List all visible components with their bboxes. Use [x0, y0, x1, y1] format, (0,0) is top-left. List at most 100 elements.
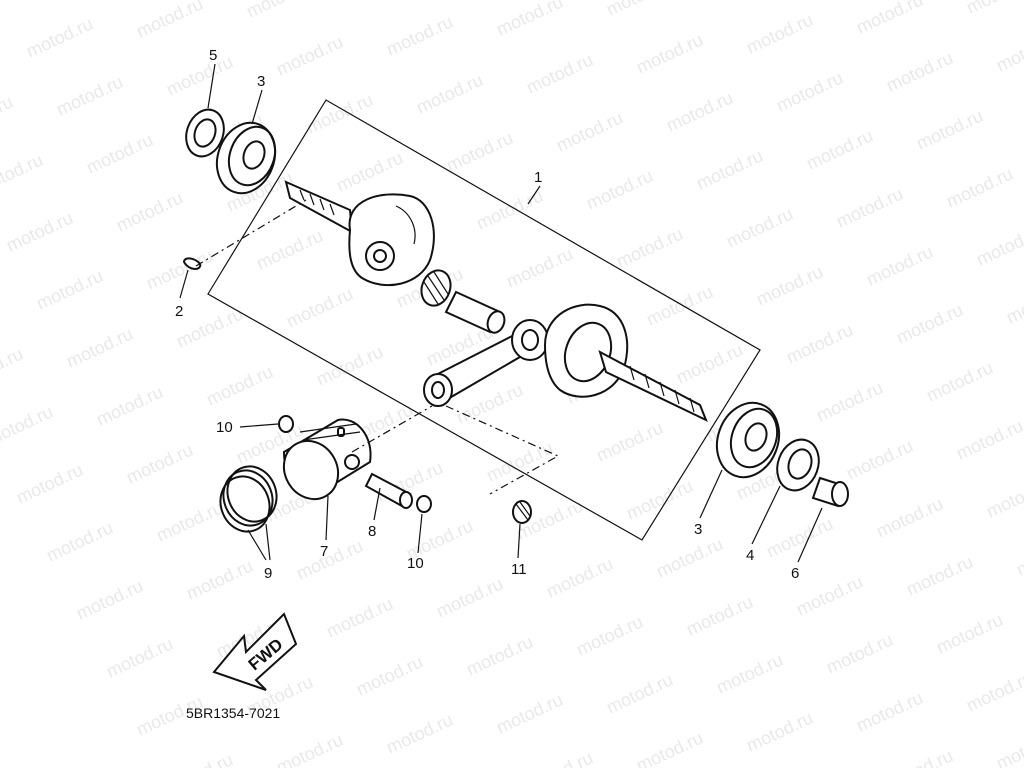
- watermark-text: motod.ru: [663, 87, 736, 135]
- watermark-text: motod.ru: [993, 725, 1024, 768]
- watermark-text: motod.ru: [673, 339, 746, 387]
- watermark-text: motod.ru: [413, 69, 486, 117]
- watermark-text: motod.ru: [933, 609, 1006, 657]
- watermark-text: motod.ru: [323, 593, 396, 641]
- watermark-text: motod.ru: [93, 381, 166, 429]
- bearing-left: [215, 121, 277, 195]
- circlip-lower: [416, 495, 432, 513]
- crank-pin: [444, 290, 506, 334]
- watermark-text: motod.ru: [333, 147, 406, 195]
- watermark-text: motod.ru: [123, 439, 196, 487]
- watermark-text: motod.ru: [203, 361, 276, 409]
- watermark-text: motod.ru: [983, 473, 1024, 521]
- piston-pin: [364, 472, 413, 509]
- bearing-right: [715, 401, 781, 479]
- piston-rings: [219, 465, 278, 533]
- watermark-text: motod.ru: [353, 0, 426, 2]
- callout-7: 7: [320, 543, 328, 560]
- watermark-text: motod.ru: [143, 245, 216, 293]
- watermark-text: motod.ru: [963, 667, 1024, 715]
- watermark-text: motod.ru: [863, 241, 936, 289]
- watermark-text: motod.ru: [813, 377, 886, 425]
- watermark-text: motod.ru: [33, 265, 106, 313]
- watermark-text: motod.ru: [463, 631, 536, 679]
- watermark-text: motod.ru: [283, 283, 356, 331]
- watermark-text: motod.ru: [743, 9, 816, 57]
- watermark-text: motod.ru: [963, 0, 1024, 18]
- watermark-text: motod.ru: [553, 107, 626, 155]
- watermark-text: motod.ru: [273, 31, 346, 79]
- crank-half-right: [543, 303, 708, 423]
- watermark-text: motod.ru: [743, 707, 816, 755]
- watermark-text: motod.ru: [593, 417, 666, 465]
- callout-4: 4: [746, 547, 754, 564]
- watermark-text: motod.ru: [103, 633, 176, 681]
- watermark-text: motod.ru: [803, 125, 876, 173]
- watermark-text: motod.ru: [253, 225, 326, 273]
- callout-1: 1: [534, 169, 542, 186]
- watermark-text: motod.ru: [493, 0, 566, 40]
- watermark-text: motod.ru: [783, 319, 856, 367]
- watermark-text: motod.ru: [313, 341, 386, 389]
- watermark-text: motod.ru: [713, 649, 786, 697]
- watermark-text: motod.ru: [303, 89, 376, 137]
- watermark-text: motod.ru: [493, 689, 566, 737]
- watermark-text: motod.ru: [0, 149, 46, 197]
- watermark-text: motod.ru: [0, 343, 26, 391]
- callout-11: 11: [511, 561, 527, 578]
- watermark-text: motod.ru: [763, 513, 836, 561]
- collar: [811, 476, 849, 508]
- watermark-text: motod.ru: [183, 555, 256, 603]
- part-code: 5BR1354-7021: [186, 705, 280, 721]
- watermark-text: motod.ru: [23, 13, 96, 61]
- watermark-text: motod.ru: [383, 709, 456, 757]
- watermark-text: motod.ru: [0, 91, 16, 139]
- callout-6: 6: [791, 565, 799, 582]
- watermark-text: motod.ru: [523, 49, 596, 97]
- small-end-bearing: [512, 500, 532, 524]
- watermark-text: motod.ru: [543, 553, 616, 601]
- needle-bearing-crankpin: [420, 269, 452, 307]
- watermark-text: motod.ru: [83, 129, 156, 177]
- watermark-text: motod.ru: [73, 575, 146, 623]
- connecting-rod: [423, 319, 549, 407]
- watermark-text: motod.ru: [273, 729, 346, 768]
- watermark-text: motod.ru: [793, 571, 866, 619]
- callout-10-upper: 10: [216, 419, 233, 436]
- watermark-text: motod.ru: [153, 497, 226, 545]
- watermark-text: motod.ru: [443, 127, 516, 175]
- callout-10-lower: 10: [407, 555, 424, 572]
- watermark-text: motod.ru: [723, 203, 796, 251]
- watermark-text: motod.ru: [113, 187, 186, 235]
- watermark-text: motod.ru: [603, 669, 676, 717]
- watermark-text: motod.ru: [1013, 531, 1024, 579]
- piston: [282, 418, 372, 501]
- watermark-text: motod.ru: [753, 261, 826, 309]
- callout-5: 5: [209, 47, 217, 64]
- callout-3-right: 3: [694, 521, 702, 538]
- watermark-text: motod.ru: [63, 323, 136, 371]
- circlip-upper: [278, 415, 294, 433]
- callout-8: 8: [368, 523, 376, 540]
- watermark-text: motod.ru: [0, 401, 56, 449]
- watermark-text: motod.ru: [953, 415, 1024, 463]
- oil-seal-right: [776, 438, 820, 492]
- watermark-text: motod.ru: [683, 591, 756, 639]
- watermark-text: motod.ru: [583, 165, 656, 213]
- watermark-text: motod.ru: [43, 517, 116, 565]
- crank-half-left: [284, 180, 435, 287]
- watermark-text: motod.ru: [613, 223, 686, 271]
- watermark-text: motod.ru: [603, 0, 676, 20]
- watermark-text: motod.ru: [903, 551, 976, 599]
- watermark-text: motod.ru: [0, 0, 66, 4]
- watermark-text: motod.ru: [943, 163, 1016, 211]
- watermark-text: motod.ru: [623, 475, 696, 523]
- watermark-text: motod.ru: [573, 611, 646, 659]
- watermark-text: motod.ru: [853, 687, 926, 735]
- watermark-text: motod.ru: [993, 27, 1024, 75]
- watermark-text: motod.ru: [653, 533, 726, 581]
- watermark-text: motod.ru: [503, 243, 576, 291]
- oil-seal-left: [185, 108, 225, 158]
